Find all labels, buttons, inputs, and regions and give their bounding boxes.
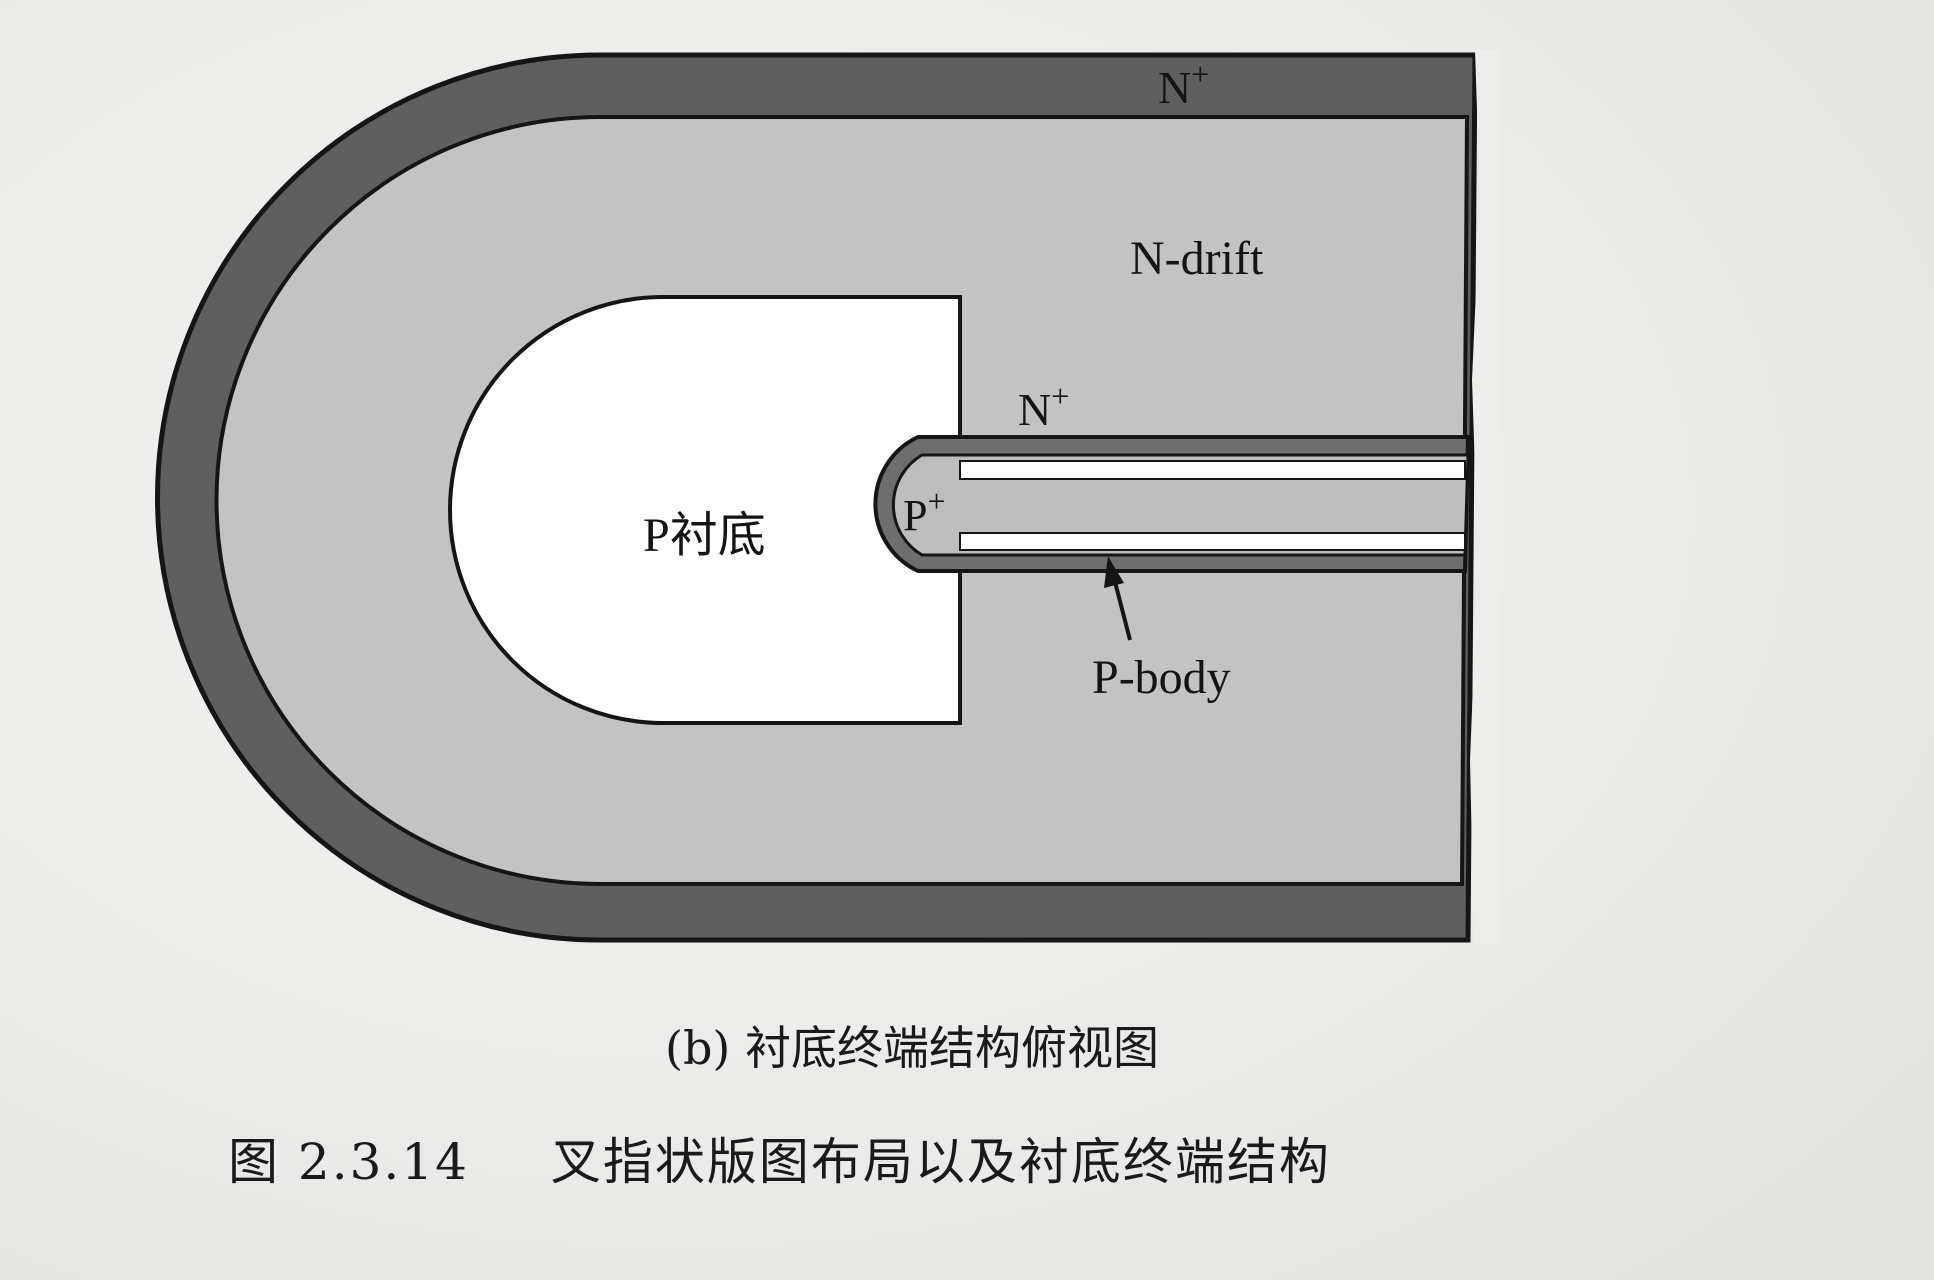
figure-caption: 图 2.3.14 叉指状版图布局以及衬底终端结构 bbox=[228, 1122, 1331, 1194]
label-p-substrate: P衬底 bbox=[643, 509, 766, 562]
p-substrate-region bbox=[448, 295, 962, 725]
label-p-body: P-body bbox=[1092, 651, 1231, 704]
figure-number: 图 2.3.14 bbox=[228, 1133, 469, 1191]
figure-title: 叉指状版图布局以及衬底终端结构 bbox=[550, 1133, 1331, 1191]
label-n-drift: N-drift bbox=[1130, 232, 1264, 285]
subfigure-caption: (b) 衬底终端结构俯视图 bbox=[665, 1021, 1159, 1075]
upper-white-strip bbox=[959, 460, 1466, 480]
p-body-arrow bbox=[1104, 556, 1132, 641]
lower-white-strip bbox=[959, 532, 1466, 551]
